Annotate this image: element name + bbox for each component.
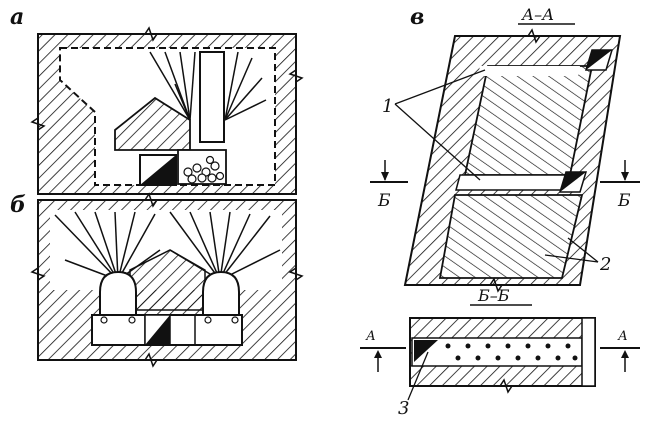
drill-holes (445, 343, 578, 361)
panel-label-a: а (10, 4, 24, 30)
chamber-left (99, 270, 137, 316)
panel-label-b: б (10, 192, 26, 218)
panel-label-v: в (410, 4, 424, 30)
callout-2: 2 (599, 254, 611, 275)
drill-row (411, 337, 583, 367)
section-mark-b-left: Б (377, 191, 391, 211)
broken-ore (177, 149, 227, 185)
panel-b (30, 192, 304, 368)
section-label-aa: А–А (521, 5, 554, 24)
section-mark-b-right: Б (617, 191, 631, 211)
section-bb (360, 304, 640, 401)
chamber-right (202, 270, 240, 316)
section-label-bb: Б–Б (477, 286, 510, 305)
raise (199, 51, 225, 143)
panel-a (30, 26, 304, 195)
callout-1: 1 (382, 96, 393, 117)
section-mark-a-right: А (617, 329, 628, 344)
section-mark-a-left: А (365, 329, 376, 344)
callout-3: 3 (398, 398, 409, 419)
panel-v (370, 23, 640, 293)
drill-fan-a (149, 51, 267, 121)
